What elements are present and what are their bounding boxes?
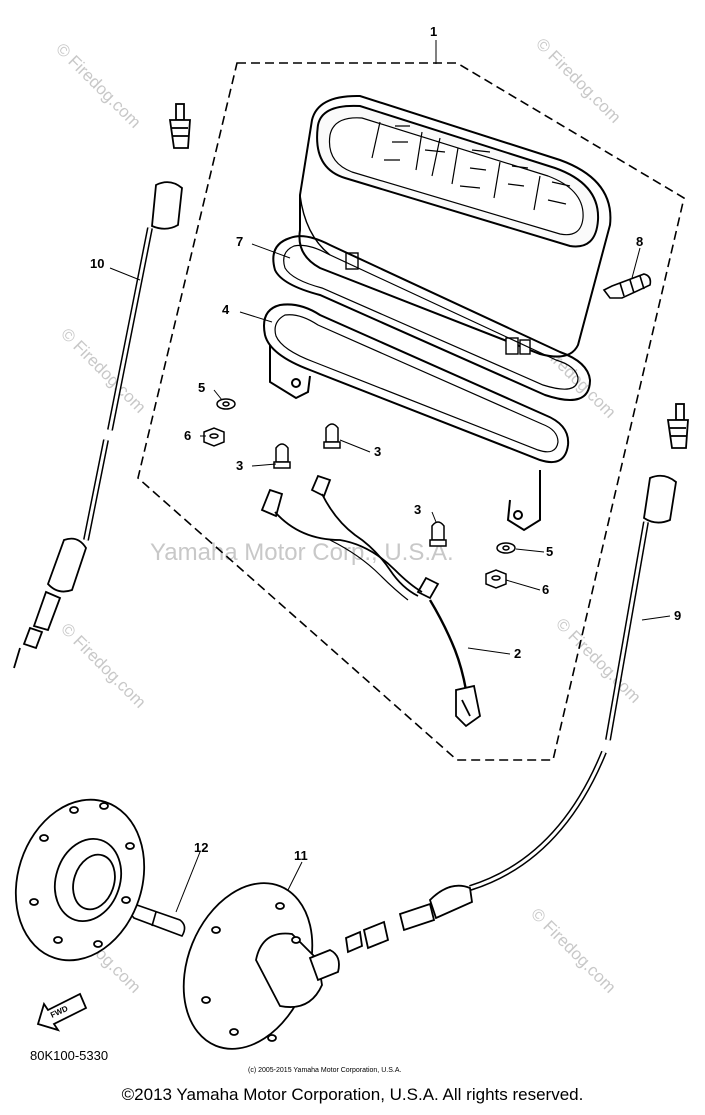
washer-nut-set [203, 398, 516, 589]
diagram-code: 80K100-5330 [30, 1048, 109, 1063]
copyright-footer: ©2013 Yamaha Motor Corporation, U.S.A. A… [121, 1085, 584, 1104]
callout-6: 6 [542, 582, 549, 597]
indicator-bulbs [273, 423, 447, 547]
callout-numbers: 1 7 8 4 5 6 3 3 3 5 6 2 9 10 11 12 [90, 24, 681, 863]
watermark-firedog: © Firedog.com [532, 34, 624, 126]
watermark-firedog: © Firedog.com [552, 614, 644, 706]
callout-7: 7 [236, 234, 243, 249]
watermark-center: Yamaha Motor Corp., U.S.A. [150, 539, 454, 566]
speedometer-cable-left [13, 103, 191, 669]
callout-10: 10 [90, 256, 104, 271]
drive-pin [129, 903, 186, 937]
callout-6: 6 [184, 428, 191, 443]
wiring-harness [260, 474, 481, 728]
watermark-firedog: © Firedog.com [57, 619, 149, 711]
speedometer-cable-right [345, 403, 689, 954]
assembly-boundary [137, 62, 685, 761]
callout-11: 11 [294, 848, 308, 863]
meter-gasket [272, 235, 592, 401]
speedometer-gear-unit [182, 882, 340, 1050]
meter-housing [298, 94, 612, 358]
trip-reset-knob [602, 273, 652, 299]
fine-print: (c) 2005-2015 Yamaha Motor Corporation, … [248, 1067, 401, 1074]
callout-3: 3 [374, 444, 381, 459]
callout-8: 8 [636, 234, 643, 249]
watermark-firedog: © Firedog.com [527, 904, 619, 996]
meter-bracket [263, 303, 570, 532]
callout-2: 2 [514, 646, 521, 661]
watermark-firedog: © Firedog.com [57, 324, 149, 416]
callout-1: 1 [430, 24, 437, 39]
watermark-firedog: © Firedog.com [52, 39, 144, 131]
callout-3: 3 [414, 502, 421, 517]
callout-5: 5 [198, 380, 205, 395]
wheel-hub-plate [14, 798, 146, 962]
leader-lines [109, 40, 671, 913]
callout-9: 9 [674, 608, 681, 623]
callout-3: 3 [236, 458, 243, 473]
callout-12: 12 [194, 840, 208, 855]
forward-arrow-icon: FWD [36, 992, 88, 1032]
callout-4: 4 [222, 302, 230, 317]
callout-5: 5 [546, 544, 553, 559]
